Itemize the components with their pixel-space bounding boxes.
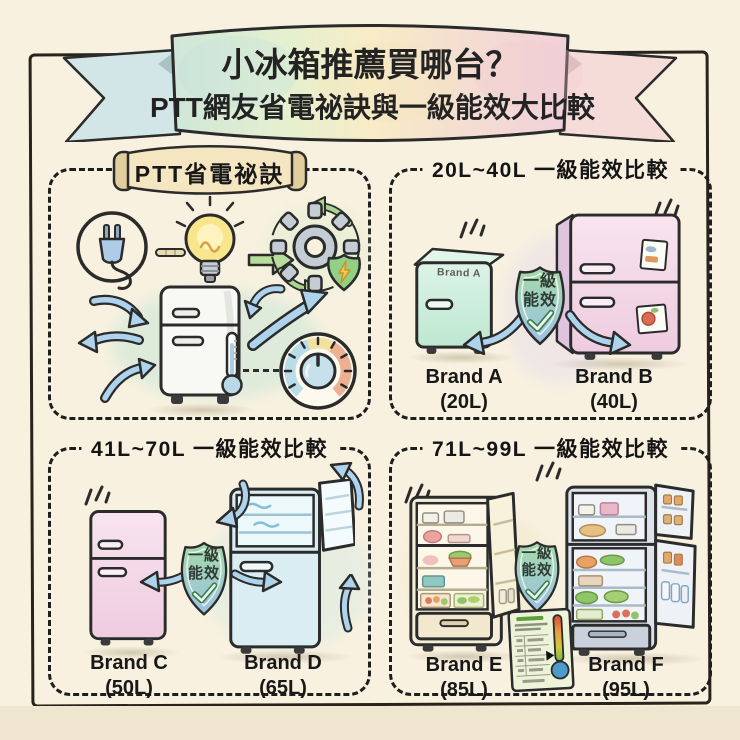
brand-label-b: Brand B (40L): [552, 365, 676, 415]
fridge-magnet-note: [639, 238, 669, 272]
compare-arrow-icon: [462, 312, 527, 355]
compare-arrow-icon: [329, 462, 364, 511]
brand-label-a: Brand A (20L): [402, 365, 526, 415]
airflow-arrow-icon: [243, 284, 286, 320]
fridge-shadow: [147, 403, 257, 417]
compare-arrow-icon: [215, 479, 250, 528]
panel-20-40: 20L~40L 一級能效比較 Brand A: [389, 154, 712, 420]
shield-icon: [515, 266, 565, 346]
brand-size: (20L): [440, 391, 488, 413]
fridge-brand-e: [409, 491, 521, 652]
fridge-brand-b: [555, 213, 681, 360]
badge-text: 一級 能效: [509, 272, 571, 310]
sparkle-icon: [459, 218, 486, 239]
fridge-brand-a: [413, 247, 505, 354]
panel-title: 41L~70L 一級能效比較: [80, 433, 339, 463]
airflow-arrow-icon: [77, 330, 144, 354]
ribbon-banner-icon: [62, 24, 678, 142]
fridge-magnet-note: [635, 303, 669, 335]
lightbulb-icon: [175, 195, 245, 283]
cable-connector-icon: [155, 248, 186, 257]
gear-recycle-icon: [269, 196, 361, 299]
scroll-banner-icon: [112, 145, 307, 195]
brand-size: (50L): [105, 677, 153, 699]
fridge-shadow: [558, 652, 708, 666]
airflow-arrow-icon: [247, 288, 329, 351]
energy-badge-shield: 一級 能效: [509, 255, 571, 357]
energy-badge-shield: 一級 能效: [175, 530, 233, 628]
badge-line2: 能效: [187, 564, 220, 582]
badge-line1: 一級: [187, 546, 220, 564]
dashed-connector: [243, 369, 279, 372]
compare-arrow-icon: [338, 574, 361, 633]
brand-label-e: Brand E (85L): [402, 653, 526, 703]
gear-icon: [269, 201, 361, 293]
tips-title: PTT省電祕訣: [134, 161, 285, 187]
energy-shield-icon: [327, 253, 361, 292]
badge-line1: 一級: [522, 273, 557, 291]
panel-71-99: 71L~99L 一級能效比較: [389, 433, 712, 701]
energy-badge-shield: 一級 能效: [509, 530, 565, 624]
brand-name: Brand F: [588, 654, 664, 676]
power-plug-icon: [76, 211, 148, 290]
brand-size: (40L): [590, 391, 638, 413]
energy-label-card: [507, 607, 575, 693]
brand-label-f: Brand F (95L): [564, 653, 688, 703]
badge-line1: 一級: [521, 545, 553, 562]
shield-icon: [180, 541, 228, 616]
banner-title-line2: PTT網友省電祕訣與一級能效大比較: [150, 92, 595, 123]
panel-title: 71L~99L 一級能效比較: [421, 433, 680, 463]
fridge-brand-c: [89, 510, 167, 646]
panel-title: 20L~40L 一級能效比較: [421, 154, 680, 184]
fridge-brand-f: [565, 483, 697, 656]
brand-label-d: Brand D (65L): [221, 651, 345, 701]
brand-name: Brand D: [244, 652, 322, 674]
fridge-shadow: [81, 646, 181, 659]
airflow-arrow-icon: [100, 358, 157, 403]
badge-line2: 能效: [521, 562, 553, 579]
banner-title-line1: 小冰箱推薦買哪台？: [221, 46, 519, 83]
brand-size: (65L): [259, 677, 307, 699]
tips-title-scroll: PTT省電祕訣: [112, 141, 308, 199]
temperature-dial-icon: [279, 332, 357, 410]
paper-edge: [0, 706, 740, 740]
sparkle-icon: [535, 461, 562, 482]
compare-arrow-icon: [565, 310, 632, 355]
panel-41-70: 41L~70L 一級能效比較: [48, 433, 371, 699]
brand-name: Brand A: [425, 366, 503, 388]
brand-name: Brand C: [90, 652, 168, 674]
badge-text: 一級 能效: [509, 546, 565, 580]
fridge-illustration-white: [159, 285, 241, 404]
brand-label-c: Brand C (50L): [67, 651, 191, 701]
badge-text: 一級 能效: [175, 547, 233, 583]
fridge-shadow: [404, 650, 524, 663]
panel-ptt-tips: PTT省電祕訣: [48, 145, 371, 420]
brand-size: (85L): [440, 679, 488, 701]
brand-name: Brand E: [425, 654, 503, 676]
sparkle-icon: [84, 485, 111, 506]
brand-name: Brand B: [575, 366, 653, 388]
fridge-door-label: Brand A: [436, 266, 482, 280]
badge-line2: 能效: [522, 292, 557, 310]
fridge-brand-d: [229, 479, 355, 654]
fridge-shadow: [550, 357, 690, 371]
thermometer-icon: [221, 331, 243, 396]
airflow-arrow-icon: [89, 294, 150, 329]
brand-size: (95L): [602, 679, 650, 701]
fridge-shadow: [406, 351, 516, 364]
compare-arrow-icon: [230, 569, 283, 593]
title-ribbon: 小冰箱推薦買哪台？ PTT網友省電祕訣與一級能效大比較: [58, 12, 682, 142]
fridge-shadow: [215, 650, 355, 664]
